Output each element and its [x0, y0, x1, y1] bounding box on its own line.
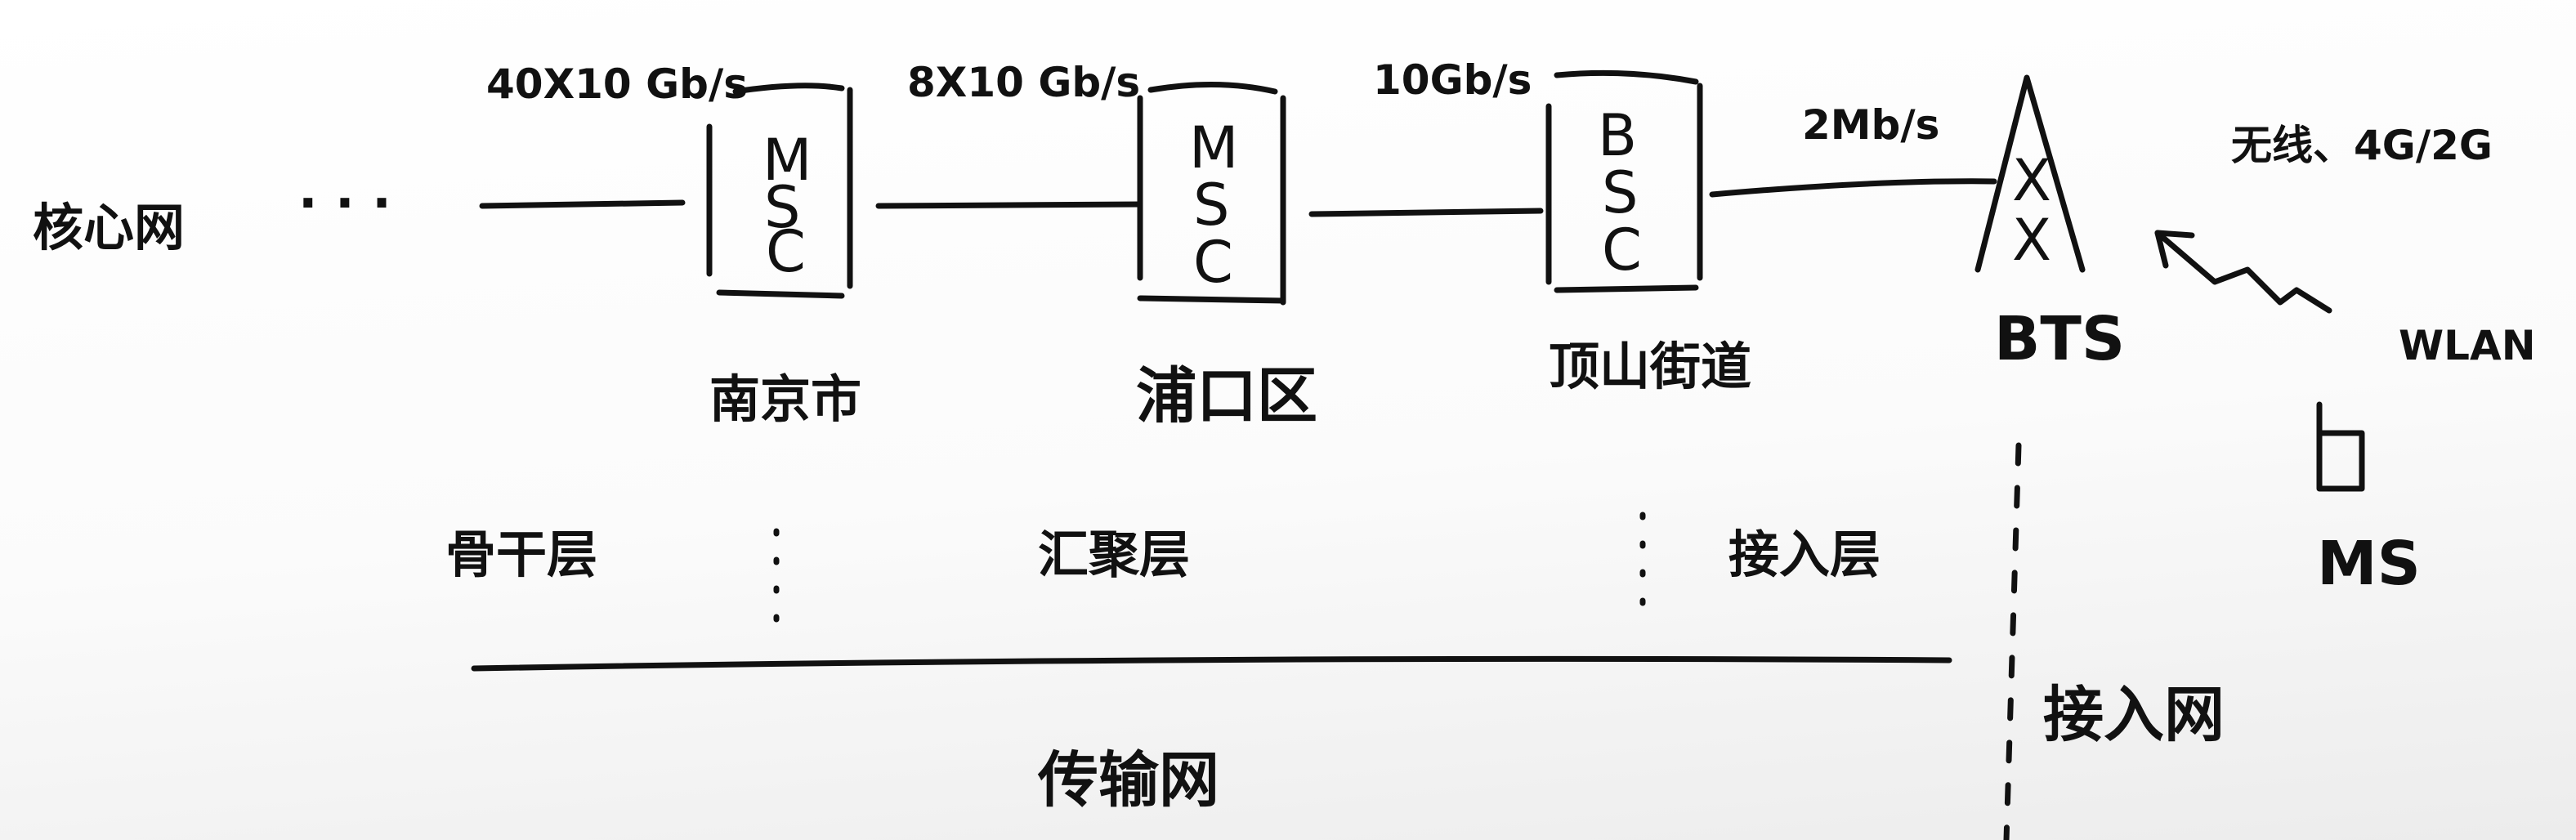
mobile-station-icon	[2316, 401, 2365, 492]
bsc-letter-3: C	[1602, 217, 1642, 284]
bts-tower: X X	[1974, 74, 2086, 274]
link-rate-msc2-bsc: 10Gb/s	[1373, 56, 1532, 104]
core-network-label: 核心网	[33, 198, 185, 257]
ms-label: MS	[2317, 529, 2421, 599]
msc1-letter-3: C	[766, 218, 806, 285]
transport-network-label: 传输网	[1037, 745, 1219, 815]
bsc-letter-2: S	[1602, 159, 1638, 226]
link-rate-core-msc1: 40X10 Gb/s	[486, 60, 748, 108]
link-bsc-bts	[1709, 178, 1997, 198]
link-rate-bsc-bts: 2Mb/s	[1802, 101, 1939, 149]
link-msc1-msc2	[875, 201, 1143, 209]
transport-network-line	[471, 655, 1952, 672]
msc2-letter-2: S	[1193, 172, 1229, 239]
msc2-letter-1: M	[1189, 114, 1238, 181]
msc1-node: M S C	[706, 83, 853, 299]
layer-aggregation: 汇聚层	[1038, 525, 1190, 584]
bsc-location: 顶山街道	[1549, 337, 1751, 396]
layer-access: 接入层	[1729, 525, 1881, 584]
bsc-node: B S C	[1545, 69, 1703, 293]
msc1-letter-1: M	[763, 127, 812, 194]
msc2-location: 浦口区	[1136, 361, 1317, 431]
wireless-signal	[2154, 230, 2332, 314]
msc1-location: 南京市	[709, 369, 861, 429]
bts-antenna-mark-1: X	[2012, 147, 2051, 214]
ellipsis: · · ·	[298, 173, 391, 233]
wlan-label: WLAN	[2399, 322, 2536, 369]
wireless-label: 无线、4G/2G	[2231, 122, 2493, 169]
msc1-letter-2: S	[764, 174, 800, 241]
layer-backbone: 骨干层	[445, 525, 597, 584]
bts-label: BTS	[1994, 304, 2125, 374]
access-network-label: 接入网	[2043, 680, 2225, 750]
access-network-divider	[2003, 442, 2022, 840]
msc2-node: M S C	[1137, 81, 1286, 306]
bsc-letter-1: B	[1598, 102, 1637, 169]
link-msc2-bsc	[1308, 208, 1544, 217]
link-core-msc1	[479, 199, 686, 209]
msc2-letter-3: C	[1193, 229, 1233, 296]
bts-antenna-mark-2: X	[2012, 207, 2051, 274]
link-rate-msc1-msc2: 8X10 Gb/s	[907, 59, 1140, 106]
